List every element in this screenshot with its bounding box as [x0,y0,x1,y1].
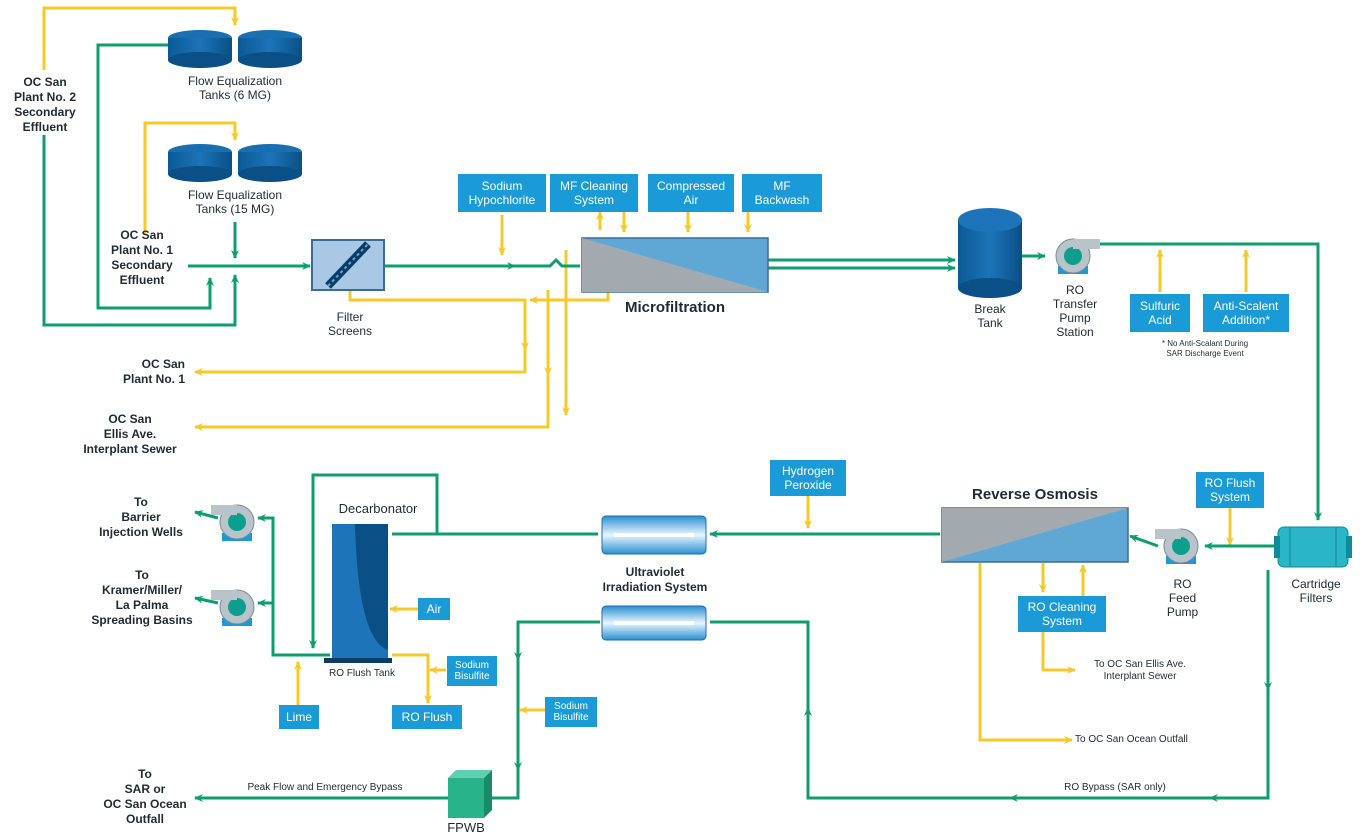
flow-line [978,563,1073,744]
plant2-label: OC San Plant No. 2 Secondary Effluent [13,75,76,134]
plant1-in-label: OC San Plant No. 1 Secondary Effluent [110,228,173,287]
uv-unit-bottom-icon [601,605,707,641]
mf-backwash-box: MF Backwash [742,174,822,212]
flow-line [42,6,239,70]
filter-screens-label: Filter Screens [327,310,373,338]
compressed-air-box: Compressed Air [648,174,734,212]
ro-flush-system-box: RO Flush System [1196,472,1264,508]
ro-bypass-label: RO Bypass (SAR only) [1064,782,1166,793]
sulfuric-acid-box: Sulfuric Acid [1130,294,1190,332]
flow-eq-6-label: Flow Equalization Tanks (6 MG) [187,74,283,102]
sodium-bisulfite-1-box: Sodium Bisulfite [447,656,497,686]
flow-line [194,290,550,431]
ro-feed-pump-icon [1155,528,1199,564]
break-tank-icon [958,208,1022,298]
plant1-out-label: OC San Plant No. 1 [122,357,185,386]
ro-flush-box: RO Flush [392,705,462,729]
to-kramer-label: To Kramer/Miller/ La Palma Spreading Bas… [91,568,193,627]
fpwb-icon [448,770,492,818]
decarbonator-icon [324,524,392,663]
to-barrier-label: To Barrier Injection Wells [99,495,183,539]
reverse-osmosis-label: Reverse Osmosis [972,486,1098,503]
hydrogen-peroxide-box: Hydrogen Peroxide [770,460,846,496]
ellis-sewer-label: OC San Ellis Ave. Interplant Sewer [83,412,177,456]
peak-flow-label: Peak Flow and Emergency Bypass [247,782,403,793]
uv-unit-top-icon [601,515,707,555]
to-ocean-label: To OC San Ocean Outfall [1075,734,1188,745]
mf-cleaning-box: MF Cleaning System [550,174,638,212]
yellow-flow-lines [42,6,1250,744]
sodium-bisulfite-2-box: Sodium Bisulfite [545,697,597,727]
flow-line [309,473,439,649]
flow-line [194,595,219,605]
green-flow-lines [42,43,1322,802]
flow-equalization-tanks-15mg [168,144,302,182]
to-sar-label: To SAR or OC San Ocean Outfall [103,767,187,826]
microfiltration-label: Microfiltration [625,299,725,316]
flow-line [492,620,600,800]
ro-feed-pump-label: RO Feed Pump [1166,577,1199,619]
filter-screens-icon [311,239,385,291]
cartridge-filters-icon [1274,526,1352,568]
flow-line [710,570,1270,800]
ro-transfer-pump-icon [1055,238,1100,274]
flow-line [257,514,330,657]
ro-transfer-label: RO Transfer Pump Station [1052,283,1098,339]
barrier-pump-icon [211,504,255,541]
spreading-pump-icon [211,589,255,626]
microfiltration-unit-icon [581,237,769,293]
flow-line [392,653,432,704]
flow-line [143,121,239,235]
fpwb-label: FPWB [447,820,485,835]
flow-line [1129,534,1159,548]
flow-equalization-tanks-6mg [168,30,302,68]
flow-line [515,257,580,268]
cartridge-filters-label: Cartridge Filters [1291,577,1341,605]
decarbonator-label: Decarbonator [338,501,418,516]
ro-cleaning-box: RO Cleaning System [1018,596,1106,632]
uv-label: Ultraviolet Irradiation System [602,565,708,594]
air-box: Air [418,598,450,620]
flow-line [1100,242,1322,521]
flow-line [96,43,214,310]
flow-line [1041,630,1076,674]
flow-line [194,510,219,520]
lime-box: Lime [279,705,319,729]
break-tank-label: Break Tank [974,302,1006,330]
anti-scalent-box: Anti-Scalent Addition* [1203,294,1289,332]
flow-eq-15-label: Flow Equalization Tanks (15 MG) [187,188,283,216]
ro-flush-tank-label: RO Flush Tank [329,668,395,679]
reverse-osmosis-unit-icon [941,507,1129,563]
anti-scalant-note: * No Anti-Scalant During SAR Discharge E… [1161,339,1249,358]
to-ellis-sewer-label: To OC San Ellis Ave. Interplant Sewer [1093,659,1187,682]
flow-line [42,135,239,327]
sodium-hypochlorite-box: Sodium Hypochlorite [458,174,546,212]
